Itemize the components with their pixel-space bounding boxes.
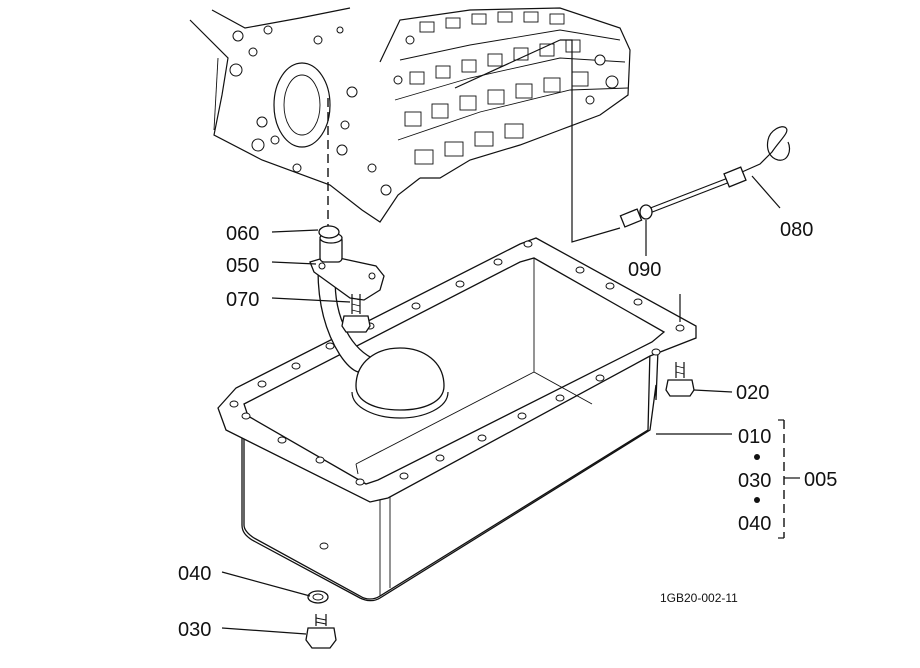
callout-090: 090 bbox=[628, 259, 661, 281]
leader-lines bbox=[221, 175, 800, 635]
drain-plug-030 bbox=[305, 614, 337, 649]
callout-070: 070 bbox=[226, 289, 259, 311]
bolt-070 bbox=[341, 294, 371, 333]
callout-030: 030 bbox=[178, 619, 211, 641]
flange-bolt-holes bbox=[229, 240, 685, 486]
callout-050: 050 bbox=[226, 255, 259, 277]
gasket-040 bbox=[307, 590, 329, 604]
dipstick-guide bbox=[619, 204, 653, 228]
callout-040: 040 bbox=[178, 563, 211, 585]
dipstick bbox=[639, 126, 791, 217]
callout-020: 020 bbox=[736, 382, 769, 404]
callout-080: 080 bbox=[780, 219, 813, 241]
group-dot-1 bbox=[754, 454, 760, 460]
group-dot-2 bbox=[754, 497, 760, 503]
oil-pan bbox=[217, 237, 697, 602]
callout-010: 010 bbox=[738, 426, 771, 448]
callout-040-group: 040 bbox=[738, 513, 771, 535]
callout-005: 005 bbox=[804, 469, 837, 491]
engine-block bbox=[189, 7, 631, 243]
figure-code: 1GB20-002-11 bbox=[660, 591, 738, 605]
callout-030-group: 030 bbox=[738, 470, 771, 492]
bolt-020 bbox=[665, 294, 695, 397]
o-ring bbox=[318, 225, 340, 239]
callout-060: 060 bbox=[226, 223, 259, 245]
